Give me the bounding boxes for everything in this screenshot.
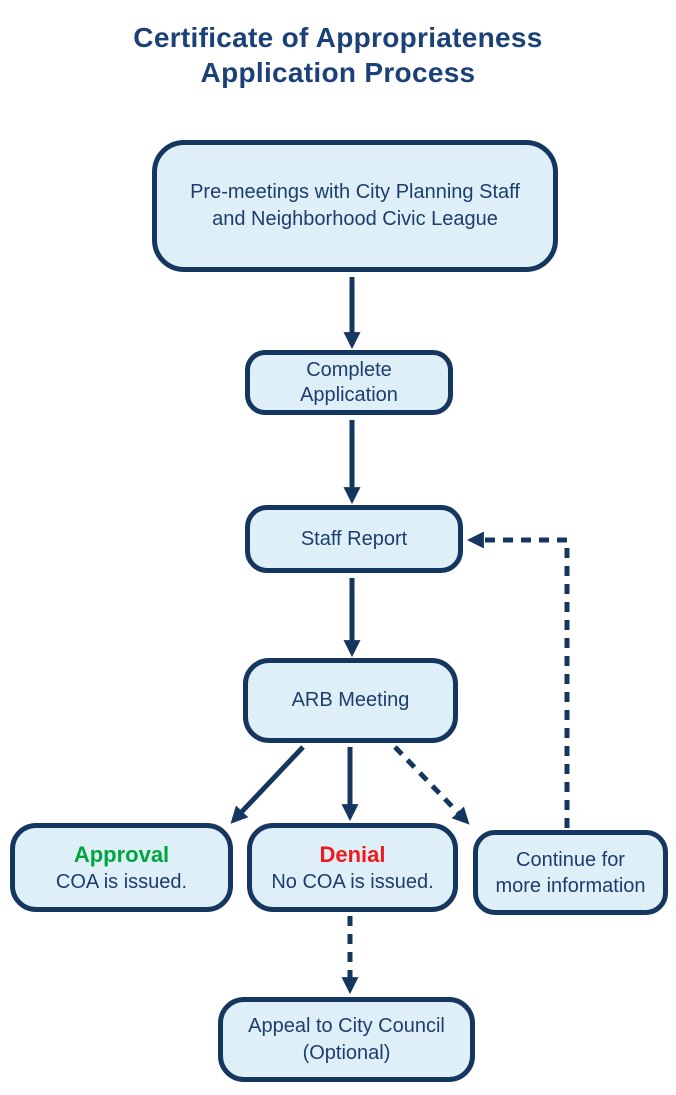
- node-complete-application-line-1: Complete: [306, 358, 392, 381]
- node-staff-report: Staff Report: [245, 505, 463, 573]
- node-continue-line-1: Continue for: [516, 848, 625, 871]
- node-arb-meeting: ARB Meeting: [243, 658, 458, 743]
- node-denial-title: Denial: [319, 841, 386, 867]
- node-pre-meetings-line-2: and Neighborhood Civic League: [212, 208, 498, 230]
- node-approval: Approval COA is issued.: [10, 823, 233, 912]
- node-appeal-line-1: Appeal to City Council: [248, 1014, 445, 1037]
- node-denial-subtitle: No COA is issued.: [271, 870, 434, 893]
- arrow-continue-to-staffreport-dashed: [466, 531, 570, 828]
- page-title-line-2: Application Process: [200, 57, 476, 88]
- node-continue-for-more-information: Continue for more information: [473, 830, 668, 915]
- node-approval-title: Approval: [73, 841, 170, 867]
- node-continue-line-2: more information: [495, 874, 646, 897]
- node-staff-report-label: Staff Report: [300, 527, 408, 550]
- node-pre-meetings-line-1: Pre-meetings with City Planning Staff: [190, 181, 520, 203]
- node-arb-meeting-label: ARB Meeting: [291, 689, 410, 711]
- page-title: Certificate of Appropriateness Applicati…: [0, 20, 676, 90]
- node-denial: Denial No COA is issued.: [247, 823, 458, 912]
- node-appeal-to-city-council: Appeal to City Council (Optional): [218, 997, 475, 1082]
- node-pre-meetings: Pre-meetings with City Planning Staff an…: [152, 140, 558, 272]
- node-complete-application: Complete Application: [245, 350, 453, 415]
- arrow-arb-to-continue-dashed: [393, 745, 470, 825]
- arrow-arb-to-approval: [230, 745, 305, 824]
- node-appeal-line-2: (Optional): [302, 1041, 391, 1064]
- node-approval-subtitle: COA is issued.: [55, 870, 188, 893]
- page-title-line-1: Certificate of Appropriateness: [133, 22, 543, 53]
- node-complete-application-line-2: Application: [300, 383, 398, 406]
